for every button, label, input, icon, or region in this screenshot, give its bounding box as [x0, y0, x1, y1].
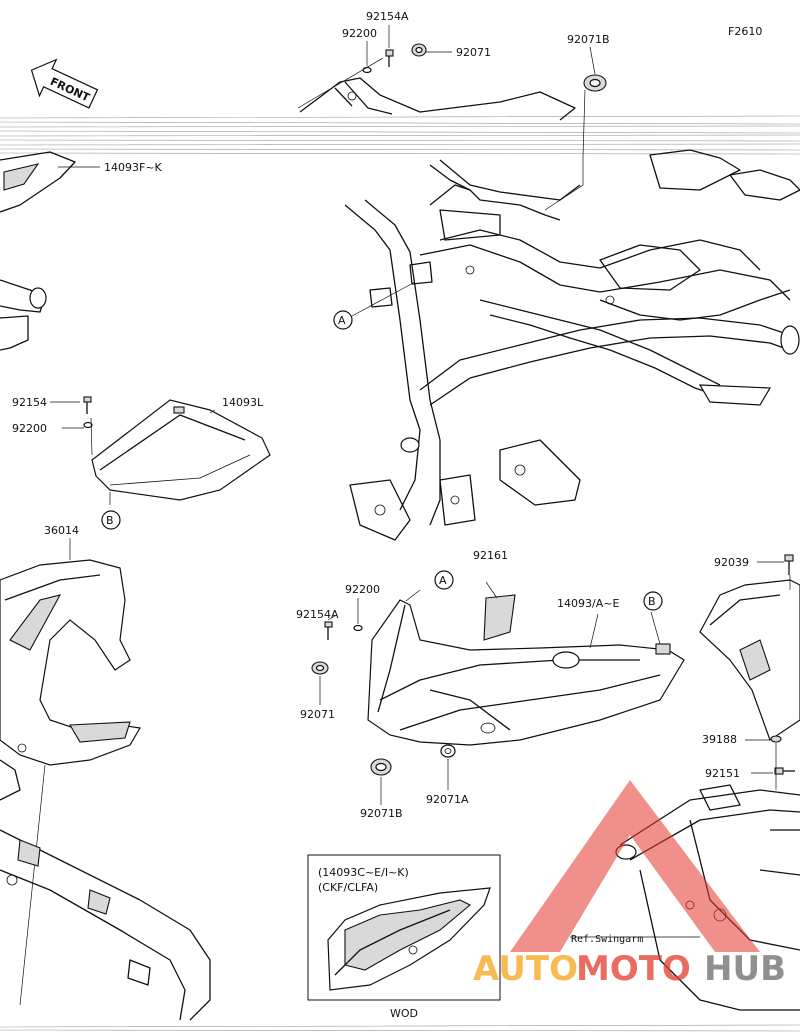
label-36014: 36014	[44, 524, 79, 537]
fender-36014-part	[0, 559, 141, 801]
right-cover-part	[699, 579, 800, 741]
ref-swingarm-note: Ref.Swingarm	[571, 934, 643, 945]
washer-92200-left-icon	[83, 421, 93, 429]
grommet-92071A-mid-icon	[440, 744, 456, 758]
label-92200-mid: 92200	[345, 583, 380, 596]
watermark-auto: AUTO	[473, 949, 578, 989]
watermark-hub: HUB	[704, 949, 786, 989]
inset-line2: (CKF/CLFA)	[318, 881, 378, 894]
inset-line1: (14093C~E/I~K)	[318, 866, 409, 879]
callout-A-cover: A	[434, 570, 454, 590]
label-14093FK: 14093F~K	[104, 161, 163, 174]
grommet-92071-top-icon	[411, 43, 427, 57]
label-92200-left: 92200	[12, 422, 47, 435]
label-92039: 92039	[714, 556, 749, 569]
svg-text:B: B	[648, 595, 656, 608]
label-14093AE: 14093/A~E	[557, 597, 619, 610]
label-92151: 92151	[705, 767, 740, 780]
grommet-92071B-mid-icon	[370, 758, 392, 776]
label-14093L: 14093L	[222, 396, 264, 409]
panel-14093FK-part	[0, 151, 76, 213]
callout-B-cover: B	[643, 591, 663, 611]
automotohub-watermark: AUTO MOTO HUB	[473, 780, 786, 989]
label-92071B-top: 92071B	[567, 33, 610, 46]
fork-fragment-part	[0, 829, 211, 1021]
spacer-39188-icon	[770, 735, 782, 743]
pad-92161-part	[483, 594, 516, 641]
top-bracket-part	[299, 77, 576, 121]
bolt-92154A-top-icon	[385, 49, 394, 67]
watermark-moto: MOTO	[576, 949, 691, 989]
bolt-92154-left-icon	[83, 396, 92, 414]
inset-cover-variant-part	[327, 887, 491, 991]
grommet-92071B-top-icon	[583, 74, 607, 92]
svg-text:B: B	[106, 514, 114, 527]
cover-14093L-part	[91, 399, 271, 501]
label-92071A-mid: 92071A	[426, 793, 469, 806]
scan-noise-band	[0, 115, 800, 1032]
bolt-92151-icon	[774, 767, 795, 775]
svg-text:A: A	[338, 314, 346, 327]
label-92154-left: 92154	[12, 396, 47, 409]
label-92154A-top: 92154A	[366, 10, 409, 23]
washer-92200-top-icon	[362, 66, 372, 74]
label-92071B-mid: 92071B	[360, 807, 403, 820]
label-92200-top: 92200	[342, 27, 377, 40]
label-92161: 92161	[473, 549, 508, 562]
left-frame-fragment-part	[0, 279, 47, 351]
main-frame-part	[344, 149, 800, 541]
bolt-92039-icon	[784, 554, 794, 575]
figure-code: F2610	[728, 25, 762, 38]
bolt-92154A-mid-icon	[324, 621, 333, 640]
label-39188: 39188	[702, 733, 737, 746]
label-92071-mid: 92071	[300, 708, 335, 721]
inset-caption: WOD	[390, 1007, 418, 1020]
front-arrow-icon: FRONT	[30, 58, 99, 109]
label-92154A-mid: 92154A	[296, 608, 339, 621]
callout-A-frame: A	[333, 310, 353, 330]
callout-B-left: B	[101, 510, 121, 530]
svg-text:A: A	[439, 574, 447, 587]
label-92071-top: 92071	[456, 46, 491, 59]
inset-box: (14093C~E/I~K) (CKF/CLFA)	[307, 854, 501, 1001]
cover-14093AE-part	[367, 599, 685, 746]
grommet-92071-mid-icon	[311, 661, 329, 675]
washer-92200-mid-icon	[353, 624, 363, 632]
